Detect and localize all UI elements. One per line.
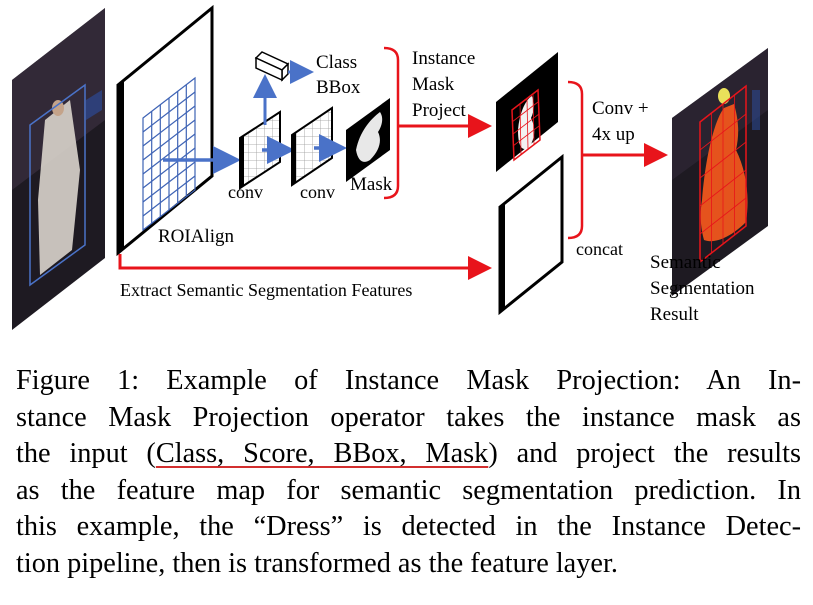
caption-line-2: stance Mask Projection operator takes th…: [16, 401, 801, 433]
label-mask: Mask: [350, 174, 393, 195]
roi-grid: [142, 76, 196, 232]
mask-image: [346, 98, 390, 182]
caption-line-6: tion pipeline, then is transformed as th…: [16, 547, 618, 579]
label-conv-up-2: 4x up: [592, 124, 635, 145]
label-instance: Instance: [412, 48, 475, 69]
label-result: Result: [650, 304, 699, 325]
caption-line-1: Figure 1: Example of Instance Mask Proje…: [16, 365, 801, 396]
label-mask-word: Mask: [412, 74, 455, 95]
label-bbox: BBox: [316, 77, 361, 98]
bracket-concat: [567, 80, 584, 240]
caption-line-3: the input (Class, Score, BBox, Mask) and…: [16, 436, 801, 473]
label-roialign: ROIAlign: [158, 226, 235, 247]
instance-mask-projection-diagram: Class BBox Instance Mask Project Conv + …: [12, 4, 768, 330]
caption-line-4: as the feature map for semantic segmenta…: [16, 474, 801, 506]
label-concat: concat: [576, 239, 623, 259]
bracket-instance-outputs: [383, 46, 400, 200]
figure-caption: Figure 1: Example of Instance Mask Proje…: [16, 363, 801, 583]
extract-features-path: [118, 254, 492, 280]
label-conv-a: conv: [228, 182, 263, 202]
label-extract: Extract Semantic Segmentation Features: [120, 280, 412, 300]
caption-line-5: this example, the “Dress” is detected in…: [16, 511, 801, 543]
semantic-feature-plane: [498, 153, 564, 316]
label-conv-up-1: Conv +: [592, 98, 649, 119]
label-segmentation: Segmentation: [650, 278, 755, 299]
instance-mask-map: [496, 52, 558, 172]
label-conv-b: conv: [300, 182, 335, 202]
caption-line-3-pre: the input (: [16, 438, 156, 470]
feature-map-roialign: [116, 4, 214, 257]
input-image: [12, 8, 105, 330]
caption-inline-link[interactable]: Class, Score, BBox, Mask: [155, 438, 489, 470]
semantic-result-image: [672, 48, 768, 296]
label-project: Project: [412, 100, 467, 121]
label-semantic: Semantic: [650, 252, 721, 273]
class-bbox-head: [254, 51, 290, 82]
label-class: Class: [316, 52, 357, 73]
caption-line-3-post: ) and project the results: [488, 438, 801, 470]
